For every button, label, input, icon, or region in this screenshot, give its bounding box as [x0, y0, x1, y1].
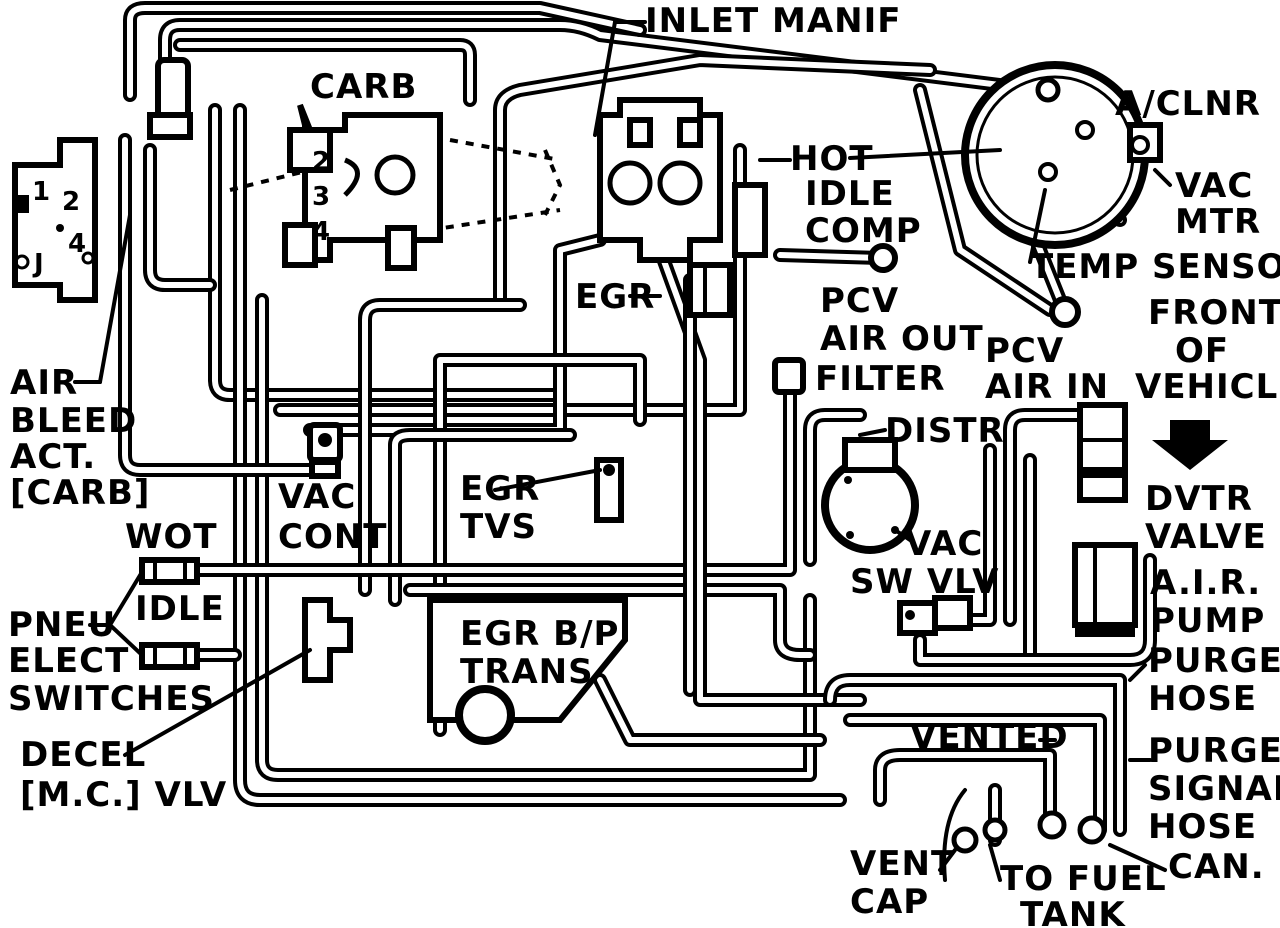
- label-purge-signal-1: PURGE: [1148, 731, 1280, 771]
- temp-sensor-port: [1049, 296, 1081, 328]
- label-carb: CARB: [310, 67, 417, 107]
- label-vent-1: VENT: [850, 844, 955, 884]
- label-egr: EGR: [575, 277, 655, 317]
- label-egr-tvs-2: TVS: [460, 507, 537, 547]
- egr-valve: [687, 182, 768, 318]
- carburetor: [282, 103, 443, 271]
- label-egr-bp-1: EGR B/P: [460, 614, 619, 654]
- dashed-leaders: [229, 138, 563, 232]
- switch-pin-1: 1: [32, 177, 51, 207]
- label-hot: HOT: [790, 139, 874, 179]
- pcv-filter: [772, 357, 806, 395]
- label-air-in: AIR IN: [985, 367, 1109, 407]
- air-pump: [1072, 542, 1138, 637]
- label-dvtr-1: DVTR: [1145, 479, 1253, 519]
- label-vac-sw-1: VAC: [905, 524, 983, 564]
- label-idle-switch: IDLE: [135, 589, 225, 629]
- labels: INLET MANIF CARB A/CLNR HOT IDLE COMP VA…: [8, 1, 1280, 928]
- idle-switch: [139, 642, 200, 670]
- air-cleaner: [961, 61, 1163, 249]
- label-temp-sensor: TEMP SENSOR: [1030, 247, 1280, 287]
- vac-cont: [307, 422, 343, 479]
- inlet-manifold: [597, 97, 723, 263]
- label-vent-2: CAP: [850, 882, 929, 922]
- label-purge-signal-2: SIGNAL: [1148, 769, 1280, 809]
- label-vac-sw-2: SW VLV: [850, 562, 999, 602]
- distributor: [821, 437, 919, 554]
- label-dvtr-2: VALVE: [1145, 517, 1267, 557]
- label-to-fuel-2: TANK: [1020, 895, 1126, 928]
- label-act: ACT.: [10, 437, 96, 477]
- label-vac-cont-2: CONT: [278, 517, 388, 557]
- decel-valve: [302, 597, 353, 683]
- label-carb-paren: [CARB]: [10, 473, 150, 513]
- label-filter: FILTER: [815, 359, 946, 399]
- label-to-fuel-1: TO FUEL: [1000, 859, 1167, 899]
- label-vac-cont-1: VAC: [278, 477, 356, 517]
- label-elect: ELECT: [8, 641, 129, 681]
- label-distr: DISTR: [885, 411, 1005, 451]
- label-purge-hose-2: HOSE: [1148, 679, 1257, 719]
- label-air: AIR: [10, 363, 78, 403]
- label-can: CAN.: [1168, 847, 1265, 887]
- label-a-clnr: A/CLNR: [1115, 84, 1261, 124]
- switch-pin-4: 4: [68, 229, 87, 259]
- label-front: FRONT: [1148, 293, 1280, 333]
- label-purge-signal-3: HOSE: [1148, 807, 1257, 847]
- port-2: 2: [312, 147, 331, 177]
- hot-idle-comp-port: [868, 243, 898, 273]
- label-vehicle: VEHICLE: [1135, 367, 1280, 407]
- label-wot: WOT: [125, 517, 218, 557]
- switch-pin-2: 2: [62, 187, 81, 217]
- label-purge-hose-1: PURGE: [1148, 641, 1280, 681]
- egr-bp-trans: [427, 597, 628, 745]
- port-3: 3: [312, 182, 331, 212]
- label-pneu: PNEU: [8, 605, 116, 645]
- label-decel-1: DECEL: [20, 735, 146, 775]
- label-egr-tvs-1: EGR: [460, 469, 540, 509]
- label-vac: VAC: [1175, 166, 1253, 206]
- air-bleed-fitting: [147, 57, 193, 140]
- label-idle: IDLE: [805, 174, 895, 214]
- canister-fittings: [942, 788, 1107, 882]
- port-4: 4: [312, 217, 331, 247]
- label-pcv-in: PCV: [985, 331, 1064, 371]
- label-switches: SWITCHES: [8, 679, 215, 719]
- label-bleed: BLEED: [10, 401, 137, 441]
- label-leaders: [73, 20, 1172, 882]
- label-comp: COMP: [805, 211, 922, 251]
- label-of: OF: [1175, 331, 1229, 371]
- label-air-out: AIR OUT: [820, 319, 984, 359]
- label-vented: VENTED: [910, 717, 1069, 757]
- label-air-pump-2: PUMP: [1150, 601, 1265, 641]
- wot-switch: [139, 557, 200, 585]
- label-inlet-manif: INLET MANIF: [645, 1, 902, 41]
- label-pcv: PCV: [820, 281, 899, 321]
- label-egr-bp-2: TRANS: [460, 652, 594, 692]
- label-air-pump-1: A.I.R.: [1150, 563, 1261, 603]
- switch-pin-j: J: [32, 249, 45, 279]
- label-mtr: MTR: [1175, 202, 1261, 242]
- vac-sw-vlv: [897, 595, 973, 636]
- front-arrow-icon: [1152, 420, 1228, 470]
- dvtr-valve: [1077, 402, 1228, 503]
- label-decel-2: [M.C.] VLV: [20, 775, 227, 815]
- carb-switch-block: [12, 137, 98, 303]
